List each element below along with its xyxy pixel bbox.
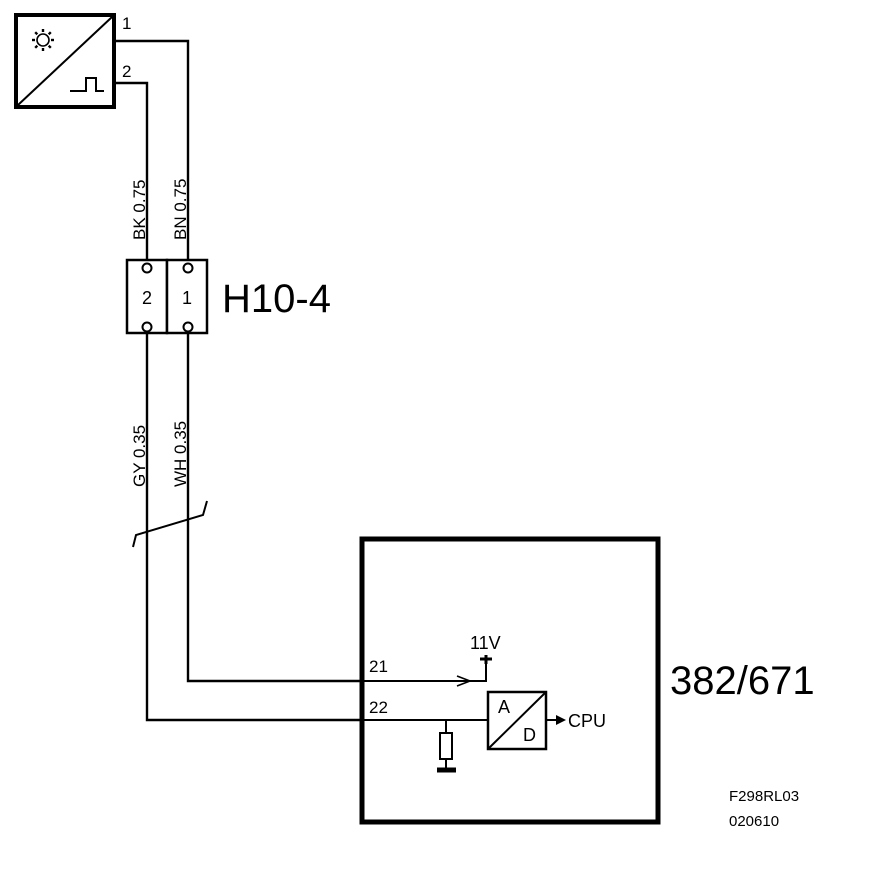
pullup-line [364,661,487,682]
sensor-pin-2: 2 [122,62,131,81]
connector-terminal [182,321,194,333]
wire-wh [186,332,364,683]
control-unit: 21 22 11V A D CPU 382/671 [359,536,815,825]
arrow-icon [556,715,566,725]
sensor-pin-1: 1 [122,14,131,33]
speed-sensor: 1 2 [14,13,131,109]
drawing-date: 020610 [729,813,779,830]
wire-label-gy: GY 0.35 [130,425,149,487]
supply-voltage: 11V [470,633,501,653]
control-unit-name: 382/671 [670,659,815,703]
connector-pin-1: 1 [182,288,192,308]
gear-icon [32,29,54,51]
connector-terminal [141,321,153,333]
adc-diagonal [487,691,547,750]
connector-h10-4: 2 1 H10-4 [125,258,331,335]
control-unit-pin-22: 22 [369,698,388,717]
twisted-pair-mark [132,500,208,548]
control-unit-pin-21: 21 [369,657,388,676]
wire-label-bk: BK 0.75 [130,180,149,241]
wire-label-bn: BN 0.75 [171,179,190,240]
wire-bk [114,81,149,262]
connector-pin-2: 2 [142,288,152,308]
drawing-reference: F298RL03 [729,788,799,805]
wire-gy [145,332,364,722]
pulse-signal-icon [70,77,104,92]
cpu-label: CPU [568,711,606,731]
control-unit-box [359,536,661,825]
wire-bn [114,39,190,262]
sensor-diagonal [17,16,113,106]
adc-digital-label: D [523,725,536,745]
wire-label-wh: WH 0.35 [171,421,190,487]
adc-analog-label: A [498,697,510,717]
arrow-icon [456,675,471,687]
connector-terminal [182,262,194,274]
connector-name: H10-4 [222,277,331,321]
connector-terminal [141,262,153,274]
resistor-icon [439,732,453,760]
supply-icon [480,655,492,664]
